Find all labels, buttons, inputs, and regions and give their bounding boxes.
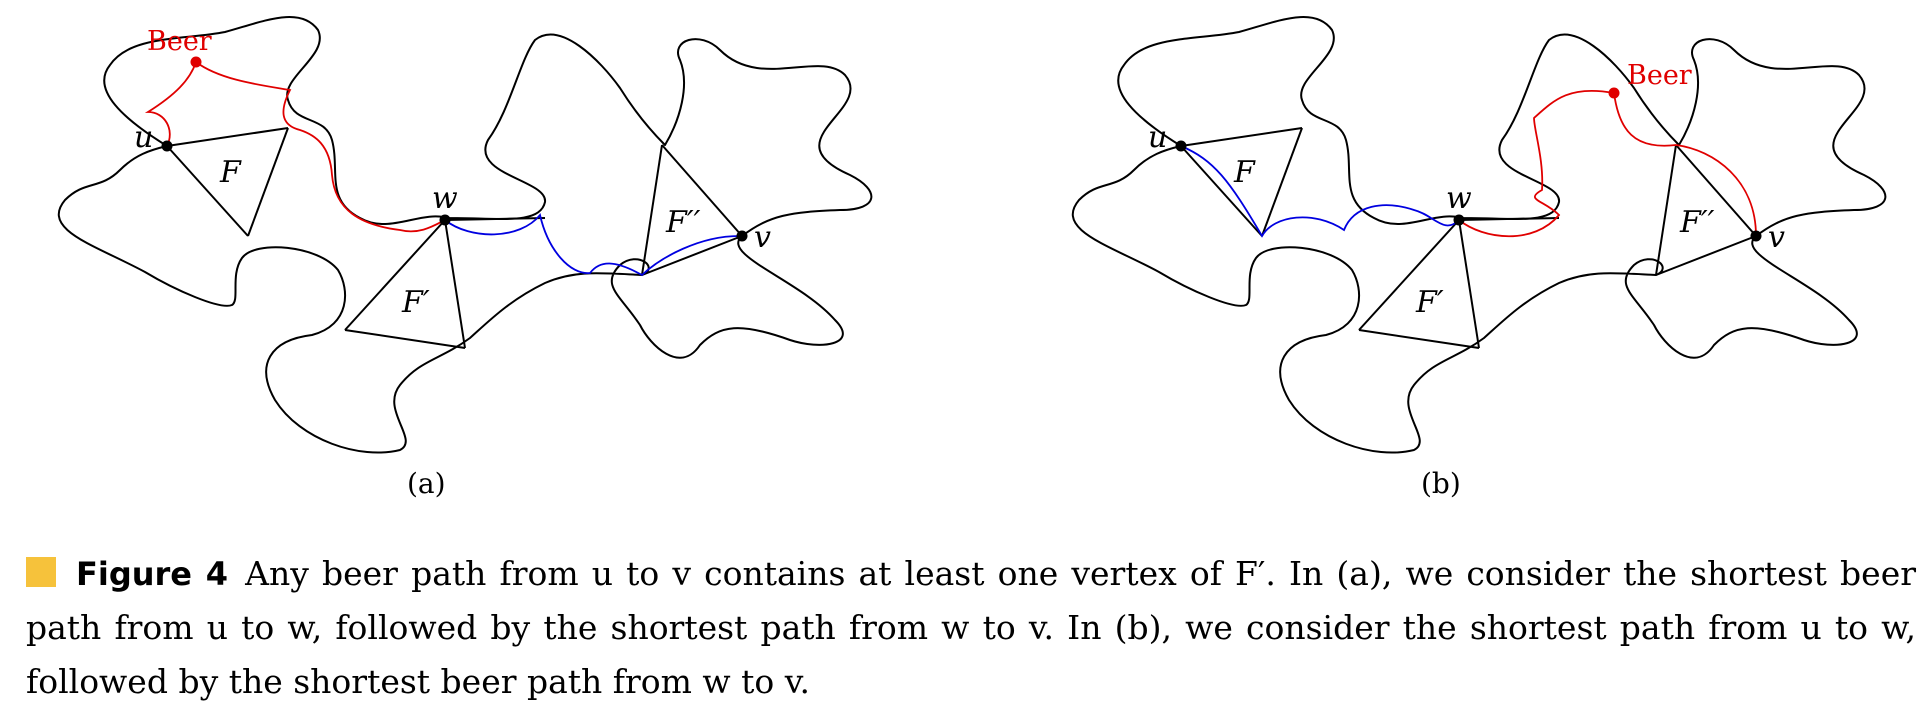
shortest-path-a — [444, 212, 743, 277]
figure-4-diagram: u w v F F′ F′′ Beer (a) u w v F F′ F′′ B… — [57, 16, 1887, 500]
vertex-w-b — [1453, 214, 1465, 226]
vertex-u-label-b: u — [1148, 120, 1167, 155]
face-F-label-a: F — [219, 155, 242, 190]
vertex-w-label-a: w — [432, 181, 458, 216]
caption-text: Any beer path from u to v contains at le… — [26, 554, 1917, 701]
shortest-path-b — [1180, 145, 1460, 238]
subfigure-label-a: (a) — [407, 467, 446, 500]
beer-vertex-a — [190, 56, 202, 68]
vertex-u-a — [161, 140, 173, 152]
subfigure-label-b: (b) — [1421, 467, 1461, 500]
caption-label: Figure 4 — [76, 555, 229, 593]
caption-marker — [26, 557, 56, 587]
beer-vertex-b — [1608, 87, 1620, 99]
vertex-v-label-a: v — [754, 220, 771, 255]
panel-a: u w v F F′ F′′ Beer (a) — [57, 16, 873, 500]
panel-b: u w v F F′ F′′ Beer (b) — [1071, 16, 1887, 500]
vertex-v-label-b: v — [1768, 220, 1785, 255]
figure-caption: Figure 4 Any beer path from u to v conta… — [26, 547, 1916, 709]
vertex-v-b — [1750, 230, 1762, 242]
vertex-w-label-b: w — [1446, 181, 1472, 216]
beer-path-b — [1458, 89, 1757, 238]
vertex-u-b — [1175, 140, 1187, 152]
face-F-label-b: F — [1233, 155, 1256, 190]
beer-path-a — [144, 60, 446, 233]
face-Fpp-label-a: F′′ — [665, 205, 701, 240]
beer-label-a: Beer — [147, 26, 212, 57]
face-Fp-label-b: F′ — [1415, 285, 1444, 320]
vertex-w-a — [439, 214, 451, 226]
vertex-u-label-a: u — [134, 120, 153, 155]
face-Fpp-label-b: F′′ — [1679, 205, 1715, 240]
beer-label-b: Beer — [1627, 60, 1692, 91]
face-Fp-label-a: F′ — [401, 285, 430, 320]
vertex-v-a — [736, 230, 748, 242]
